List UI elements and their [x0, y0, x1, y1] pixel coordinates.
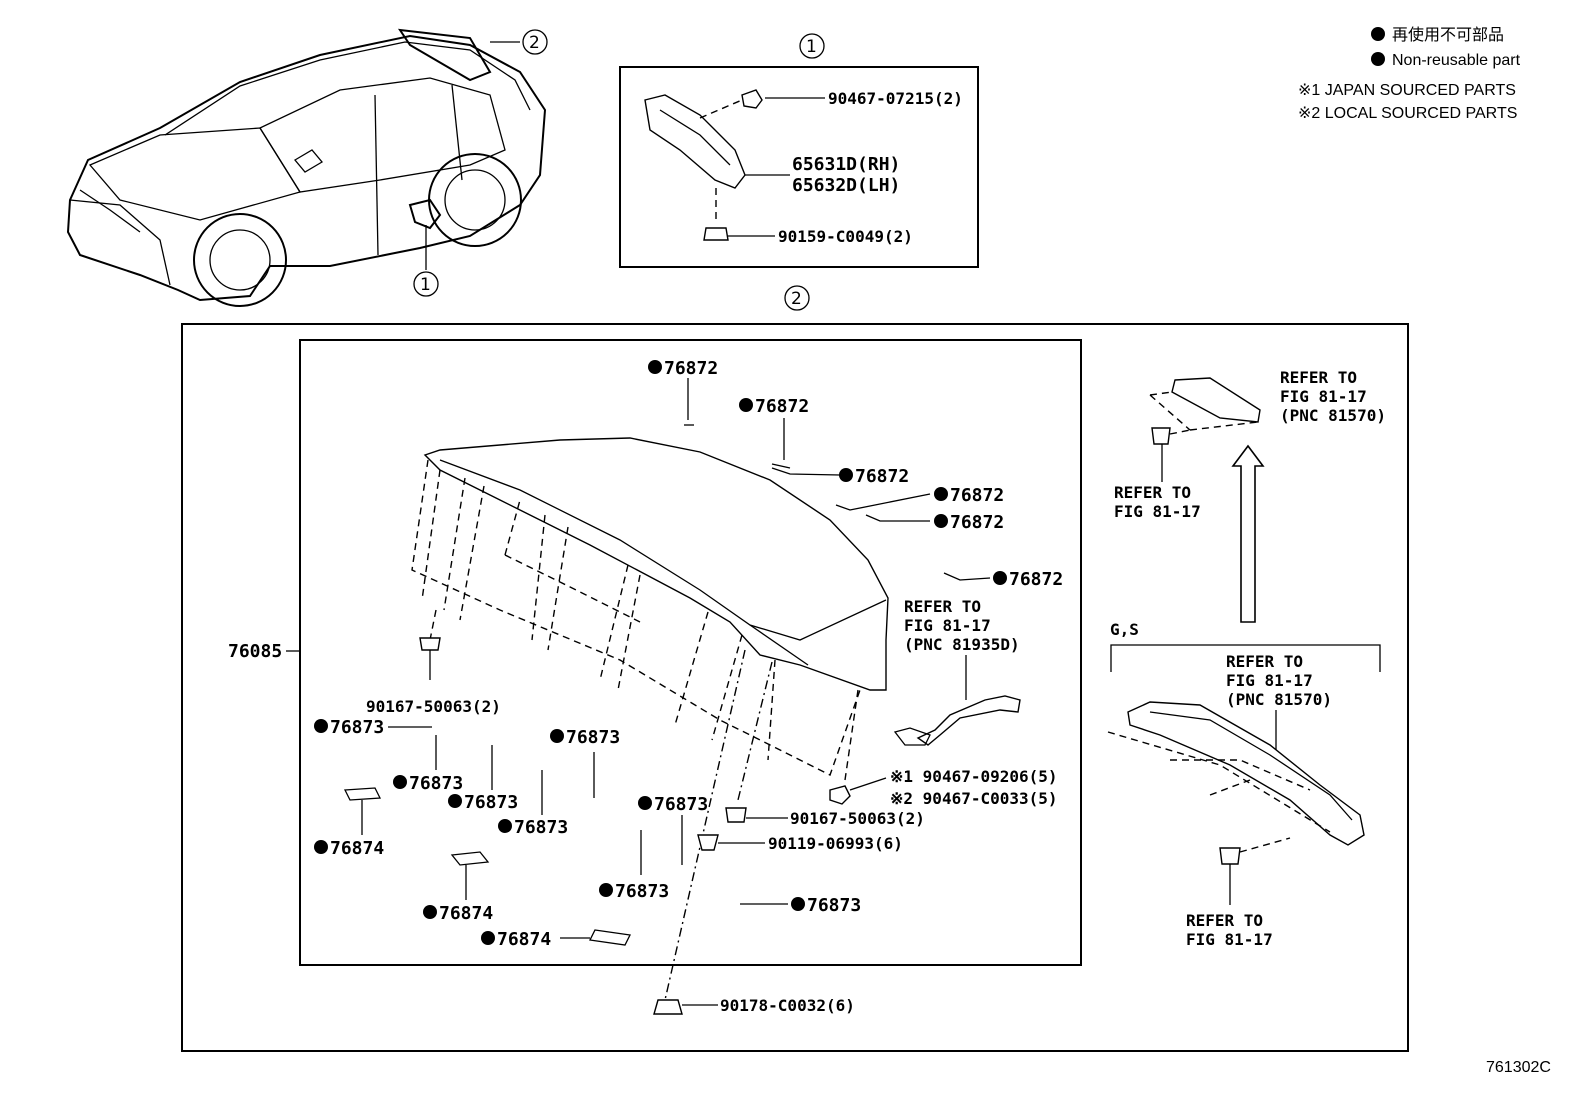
refer-screw-top-line1: REFER TO [1114, 483, 1191, 502]
label-76872: 76872 [855, 466, 909, 487]
label-clip-japan: ※1 90467-09206(5) [890, 767, 1058, 786]
legend-local-sourced: ※2 LOCAL SOURCED PARTS [1298, 105, 1517, 122]
screw-icon [725, 807, 747, 823]
non-reusable-dot-icon [934, 487, 948, 501]
callout-2-vehicle: 2 [529, 33, 540, 53]
non-reusable-dot-icon [1371, 27, 1385, 41]
label-clip-local: ※2 90467-C0033(5) [890, 789, 1058, 808]
non-reusable-dot-icon [393, 775, 407, 789]
label-65631d: 65631D(RH) [792, 154, 900, 175]
clip-icon [741, 89, 763, 109]
label-76874: 76874 [439, 903, 493, 924]
label-90467-07215: 90467-07215(2) [828, 89, 963, 108]
label-76874: 76874 [497, 929, 551, 950]
label-76874: 76874 [330, 838, 384, 859]
non-reusable-dot-icon [599, 883, 613, 897]
refer-screw-bottom-line1: REFER TO [1186, 911, 1263, 930]
label-76872: 76872 [950, 485, 1004, 506]
legend-non-reusable-en: Non-reusable part [1392, 52, 1521, 69]
spoiler-panel: 2 76085 76872 76872 [181, 285, 1409, 1052]
non-reusable-dot-icon [839, 468, 853, 482]
label-76873: 76873 [464, 792, 518, 813]
arrow-up-icon [1231, 444, 1265, 623]
label-90167-50063-right: 90167-50063(2) [790, 809, 925, 828]
label-76873: 76873 [514, 817, 568, 838]
label-76085: 76085 [228, 641, 282, 662]
bolt-icon [697, 834, 719, 851]
stop-lamp-top [1171, 377, 1261, 423]
label-76872: 76872 [755, 396, 809, 417]
legend-non-reusable-jp: 再使用不可部品 [1392, 26, 1504, 44]
non-reusable-dot-icon [423, 905, 437, 919]
clip-icon [829, 785, 851, 805]
label-76873: 76873 [566, 727, 620, 748]
nut-icon [653, 999, 683, 1015]
label-65632d: 65632D(LH) [792, 175, 900, 196]
refer-pnc-81570-top-line2: FIG 81-17 [1280, 387, 1367, 406]
non-reusable-dot-icon [791, 897, 805, 911]
stop-lamp-section: REFER TO FIG 81-17 (PNC 81570) REFER TO … [1107, 368, 1386, 949]
label-76873: 76873 [409, 773, 463, 794]
non-reusable-dot-icon [314, 719, 328, 733]
refer-pnc-81570-lamp-line2: FIG 81-17 [1226, 671, 1313, 690]
label-90119-06993: 90119-06993(6) [768, 834, 903, 853]
label-76872: 76872 [1009, 569, 1063, 590]
label-76872: 76872 [950, 512, 1004, 533]
refer-pnc-81570-top-line1: REFER TO [1280, 368, 1357, 387]
non-reusable-dot-icon [934, 514, 948, 528]
vehicle-overview: 2 1 [66, 28, 548, 307]
screw-icon [703, 227, 729, 241]
label-90178-c0032: 90178-C0032(6) [720, 996, 855, 1015]
screw-icon [1151, 427, 1171, 445]
refer-pnc-81935d-line2: FIG 81-17 [904, 616, 991, 635]
grade-label: G,S [1110, 620, 1139, 639]
refer-screw-top-line2: FIG 81-17 [1114, 502, 1201, 521]
callout-2-panel: 2 [791, 289, 802, 309]
non-reusable-dot-icon [481, 931, 495, 945]
refer-pnc-81935d-line3: (PNC 81935D) [904, 635, 1020, 654]
label-76872: 76872 [664, 358, 718, 379]
non-reusable-dot-icon [448, 794, 462, 808]
non-reusable-dot-icon [648, 360, 662, 374]
refer-pnc-81570-lamp-line3: (PNC 81570) [1226, 690, 1332, 709]
label-76873: 76873 [807, 895, 861, 916]
label-90167-50063-left: 90167-50063(2) [366, 697, 501, 716]
rear-spoiler [423, 437, 889, 691]
label-76873: 76873 [654, 794, 708, 815]
non-reusable-dot-icon [993, 571, 1007, 585]
screw-icon [1219, 847, 1241, 865]
non-reusable-dot-icon [550, 729, 564, 743]
callout-1-vehicle: 1 [420, 275, 431, 295]
legend-japan-sourced: ※1 JAPAN SOURCED PARTS [1298, 82, 1516, 99]
label-76873: 76873 [330, 717, 384, 738]
refer-pnc-81570-top-line3: (PNC 81570) [1280, 406, 1386, 425]
refer-screw-bottom-line2: FIG 81-17 [1186, 930, 1273, 949]
refer-pnc-81935d-line1: REFER TO [904, 597, 981, 616]
inset-bracket: 1 90467-07215(2) 65631D(RH) 65632D(LH) 9… [619, 33, 979, 268]
non-reusable-dot-icon [739, 398, 753, 412]
figure-code: 761302C [1486, 1059, 1551, 1076]
non-reusable-dot-icon [314, 840, 328, 854]
wire-harness [916, 695, 1021, 746]
non-reusable-dot-icon [1371, 52, 1385, 66]
stop-lamp-long [1127, 701, 1365, 846]
label-76873: 76873 [615, 881, 669, 902]
refer-pnc-81570-lamp-line1: REFER TO [1226, 652, 1303, 671]
non-reusable-dot-icon [638, 796, 652, 810]
label-90159-c0049: 90159-C0049(2) [778, 227, 913, 246]
bracket-part [644, 94, 746, 189]
legend: 再使用不可部品 Non-reusable part ※1 JAPAN SOURC… [1298, 26, 1521, 122]
callout-1-inset: 1 [806, 37, 817, 57]
non-reusable-dot-icon [498, 819, 512, 833]
screw-icon [419, 637, 441, 651]
